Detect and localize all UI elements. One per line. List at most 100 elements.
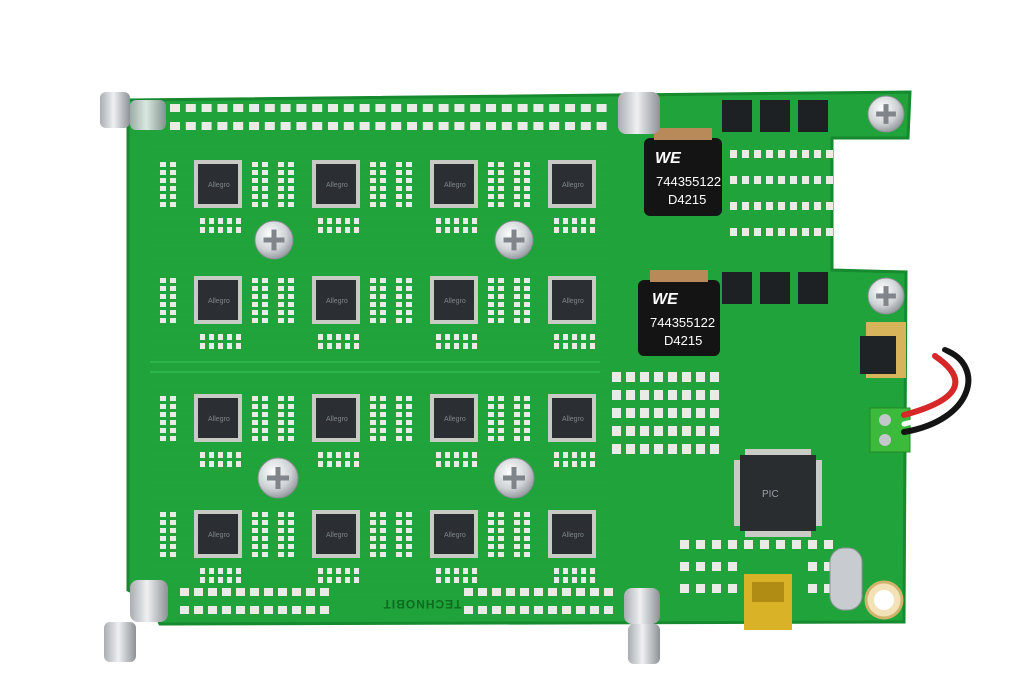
smd-pad (200, 452, 205, 458)
smd-pad (612, 444, 621, 454)
smd-pad (488, 536, 494, 541)
smd-pad (252, 278, 258, 283)
smd-pad (488, 396, 494, 401)
smd-pad (370, 278, 376, 283)
smd-pad (288, 302, 294, 307)
smd-pad (581, 218, 586, 224)
smd-pad (710, 390, 719, 400)
smd-pad (514, 194, 520, 199)
edge-pad (264, 122, 275, 130)
smd-pad (160, 512, 166, 517)
smd-pad (524, 186, 530, 191)
smd-pad (327, 452, 332, 458)
smd-pad (262, 202, 268, 207)
smd-pad (581, 227, 586, 233)
smd-pad (554, 218, 559, 224)
smd-pad (396, 186, 402, 191)
smd-pad (288, 536, 294, 541)
edge-pad (236, 588, 245, 596)
smd-pad (170, 544, 176, 549)
driver-chip: Allegro (548, 160, 596, 208)
smd-pad (236, 218, 241, 224)
edge-pad (217, 104, 228, 112)
smd-pad (160, 170, 166, 175)
smd-pad (626, 372, 635, 382)
smd-pad (730, 150, 737, 158)
smd-pad (170, 194, 176, 199)
smd-pad (445, 577, 450, 583)
smd-pad (498, 294, 504, 299)
smd-pad (380, 194, 386, 199)
smd-pad (396, 202, 402, 207)
usb-connector (744, 574, 792, 630)
smd-pad (236, 343, 241, 349)
smd-pad (524, 552, 530, 557)
edge-pad (233, 122, 244, 130)
smd-pad (345, 343, 350, 349)
smd-pad (288, 278, 294, 283)
edge-pad (533, 104, 544, 112)
smd-pad (454, 334, 459, 340)
smd-pad (278, 278, 284, 283)
driver-chip: Allegro (430, 394, 478, 442)
smd-pad (730, 228, 737, 236)
smd-pad (170, 428, 176, 433)
smd-pad (554, 577, 559, 583)
smd-pad (327, 343, 332, 349)
edge-pad (375, 104, 386, 112)
smd-pad (160, 436, 166, 441)
edge-pad (422, 122, 433, 130)
smd-pad (472, 218, 477, 224)
smd-pad (488, 278, 494, 283)
edge-pad (343, 122, 354, 130)
smd-pad (288, 294, 294, 299)
smd-pad (406, 186, 412, 191)
smd-pad (370, 170, 376, 175)
smd-pad (278, 552, 284, 557)
smd-pad (336, 452, 341, 458)
smd-pad (498, 536, 504, 541)
standoff-bottom-mid (624, 588, 660, 664)
smd-pad (554, 568, 559, 574)
inductor-1-date-code: D4215 (668, 192, 706, 207)
edge-pad (296, 104, 307, 112)
driver-chip: Allegro (194, 276, 242, 324)
smd-pad (262, 318, 268, 323)
smd-pad (590, 452, 595, 458)
smd-pad (498, 404, 504, 409)
smd-pad (278, 202, 284, 207)
smd-pad (524, 436, 530, 441)
edge-pad (407, 104, 417, 112)
smd-pad (252, 194, 258, 199)
smd-pad (160, 186, 166, 191)
smd-pad (370, 178, 376, 183)
smd-pad (209, 334, 214, 340)
smd-pad (170, 178, 176, 183)
smd-pad (680, 562, 689, 571)
driver-chip: Allegro (194, 510, 242, 558)
smd-pad (227, 461, 232, 467)
edge-pad (236, 606, 245, 614)
smd-pad (654, 372, 663, 382)
smd-pad (380, 162, 386, 167)
smd-pad (554, 343, 559, 349)
smd-pad (160, 202, 166, 207)
smd-pad (370, 436, 376, 441)
edge-pad (520, 588, 529, 596)
smd-pad (278, 412, 284, 417)
smd-pad (209, 568, 214, 574)
smd-pad (252, 294, 258, 299)
smd-pad (160, 278, 166, 283)
smd-pad (396, 310, 402, 315)
smd-pad (200, 461, 205, 467)
smd-pad (160, 178, 166, 183)
smd-pad (227, 452, 232, 458)
smd-pad (488, 428, 494, 433)
smd-pad (209, 343, 214, 349)
edge-pad (549, 122, 560, 130)
smd-pad (488, 170, 494, 175)
smd-pad (327, 461, 332, 467)
voltage-regulator (860, 322, 906, 378)
smd-pad (454, 577, 459, 583)
